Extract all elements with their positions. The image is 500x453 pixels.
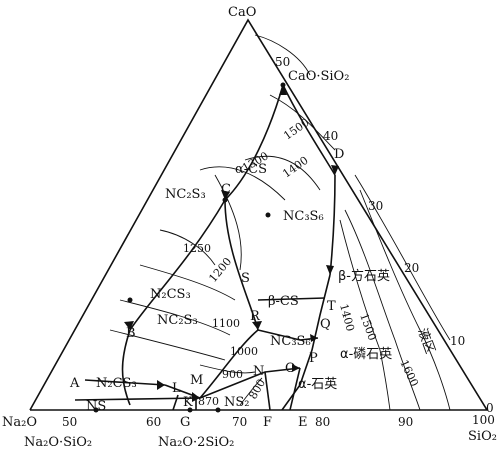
isotherm-1000: 1000	[230, 345, 258, 358]
right-tick-30: 30	[368, 199, 383, 213]
bottom-tick-50: 50	[62, 415, 77, 429]
compound-n2cs3: N₂CS₃	[150, 287, 191, 302]
point-f: F	[263, 415, 272, 430]
point-r: R	[250, 309, 261, 324]
point-d: D	[334, 147, 344, 162]
compound-na2o-sio2: Na₂O·SiO₂	[24, 435, 92, 450]
point-g: G	[180, 415, 190, 430]
right-tick-20: 20	[404, 261, 419, 275]
isotherm-1500: 1500	[281, 116, 311, 143]
isotherm-1400: 1400	[280, 154, 310, 181]
compound-nc2s3: NC₂S₃	[165, 187, 206, 202]
invariant-points	[93, 82, 286, 413]
field-ns: NS	[86, 399, 106, 414]
point-o: O	[285, 361, 296, 376]
point-l: L	[172, 381, 181, 396]
bottom-tick-90: 90	[398, 415, 413, 429]
right-tick-10: 10	[450, 334, 465, 348]
point-e: E	[298, 415, 308, 430]
field-alpha-cs: α-CS	[235, 162, 267, 177]
point-k: K	[183, 395, 193, 410]
bottom-tick-70: 70	[232, 415, 247, 429]
point-q: Q	[320, 317, 331, 332]
vertex-na2o: Na₂O	[2, 415, 37, 430]
right-tick-0: 0	[486, 401, 494, 415]
bottom-tick-60: 60	[146, 415, 161, 429]
right-tick-40: 40	[323, 129, 338, 143]
field-beta-cs: β-CS	[268, 294, 299, 309]
field-beta-cristobalite: β-方石英	[338, 268, 390, 284]
right-tick-50: 50	[275, 55, 290, 69]
boundary-curves	[74, 34, 451, 411]
bottom-tick-100: 100	[472, 413, 495, 427]
compound-cao-sio2: CaO·SiO₂	[288, 69, 349, 84]
vertex-cao: CaO	[228, 5, 256, 20]
point-s: S	[241, 271, 250, 286]
isotherm-1600: 1600	[397, 358, 421, 389]
field-alpha-tridymite: α-磷石英	[340, 347, 392, 362]
isotherm-870: 870	[198, 395, 219, 408]
triangle-frame	[29, 18, 489, 411]
isotherm-900: 900	[222, 368, 243, 381]
point-p: P	[309, 351, 318, 366]
compound-nc3s6-lower: NC₃S₆	[270, 334, 311, 349]
point-c: C	[221, 182, 231, 197]
bottom-tick-80: 80	[315, 415, 330, 429]
compound-na2o-2sio2: Na₂O·2SiO₂	[158, 435, 234, 450]
isotherm-800: 800	[246, 377, 268, 402]
compound-n2cs3-lower: N₂CS₃	[96, 376, 137, 391]
field-alpha-quartz: α-石英	[298, 377, 337, 392]
point-t: T	[327, 299, 336, 314]
field-ns2: NS₂	[224, 395, 250, 410]
field-two-liquid: 液区	[414, 326, 437, 356]
point-n: N	[253, 364, 264, 379]
point-b: B	[126, 326, 136, 341]
isotherm-1250: 1250	[183, 242, 211, 255]
vertex-sio2: SiO₂	[468, 429, 497, 444]
isotherm-1400-right: 1400	[337, 302, 357, 332]
isotherm-1500-right: 1500	[357, 312, 379, 343]
point-m: M	[190, 373, 203, 388]
point-a: A	[69, 376, 80, 391]
compound-nc3s6: NC₃S₆	[283, 209, 324, 224]
arrowheads	[124, 85, 339, 402]
compound-nc2s3-inner: NC₂S₃	[157, 313, 198, 328]
isotherm-1100: 1100	[212, 317, 240, 330]
